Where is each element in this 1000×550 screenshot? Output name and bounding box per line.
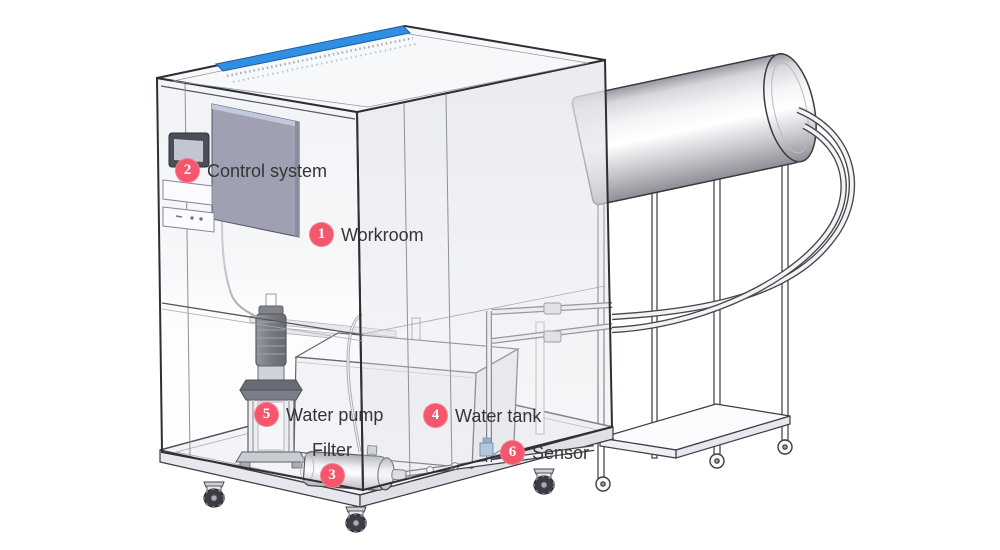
control-button-plate [162, 206, 215, 233]
callout-label-workroom: Workroom [341, 224, 424, 245]
caster-wheel [345, 506, 367, 533]
callout-badge-6: 6 [500, 440, 525, 465]
callout-badge-3: 3 [319, 463, 345, 488]
control-display-screen [174, 139, 203, 162]
callout-label-sensor: Sensor [532, 442, 590, 463]
callout-badge-4: 4 [423, 403, 448, 428]
inspection-window [211, 103, 300, 238]
control-panel [162, 132, 215, 233]
caster-wheel [203, 481, 225, 508]
workroom-floor-edge [161, 302, 364, 336]
callout-label-water-pump: Water pump [286, 404, 384, 425]
spray-nozzle-row [226, 36, 414, 78]
callout-badge-5: 5 [254, 402, 279, 427]
callout-workroom: 1 Workroom [309, 222, 424, 247]
callout-water-pump: 5 Water pump [254, 402, 383, 427]
callout-filter: 3 Filter [312, 440, 352, 488]
callout-label-water-tank: Water tank [455, 405, 542, 426]
callout-badge-2: 2 [175, 158, 200, 183]
spray-bar [214, 25, 412, 72]
callout-control-system: 2 Control system [175, 158, 327, 183]
callout-label-filter: Filter [312, 440, 352, 460]
callout-label-control-system: Control system [207, 160, 328, 181]
callout-sensor: 6 Sensor [500, 440, 589, 465]
caster-wheel [533, 468, 555, 495]
control-button-plate [162, 179, 213, 206]
workroom-chamber [155, 24, 614, 492]
roller-cylinder [571, 52, 817, 206]
callout-badge-1: 1 [309, 222, 334, 247]
water-hoses [611, 106, 856, 334]
callout-water-tank: 4 Water tank [423, 403, 541, 428]
stand-caster-wheel [595, 439, 793, 492]
caster-wheels [203, 468, 555, 533]
